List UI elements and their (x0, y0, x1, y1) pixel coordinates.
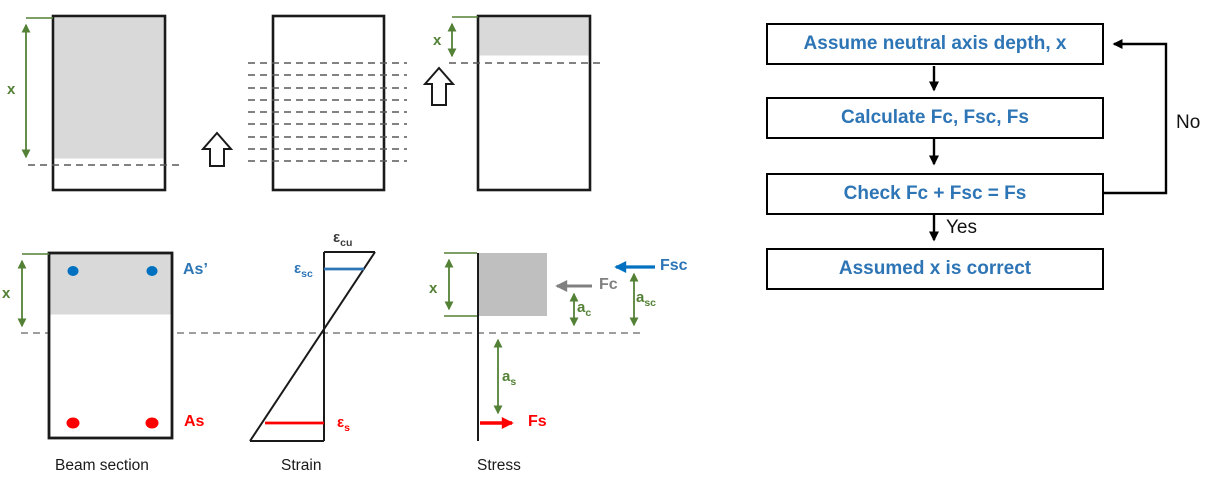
stress-block (479, 253, 547, 316)
fsc-label: Fsc (660, 257, 688, 274)
epsilon-sc-label: εsc (294, 260, 313, 280)
no-feedback-loop (1103, 39, 1168, 195)
dim-label-x: x (2, 285, 11, 302)
stress-diagram (444, 252, 655, 441)
flowchart-step-calculate: Calculate Fc, Fsc, Fs (766, 97, 1104, 139)
no-label: No (1176, 112, 1201, 133)
stress-caption: Stress (477, 457, 521, 474)
flowchart-step-check: Check Fc + Fsc = Fs (766, 173, 1104, 215)
flowchart-connectors (929, 39, 1168, 242)
beam-section-sketch (17, 251, 174, 440)
beam-sketch-deep-x (21, 14, 182, 192)
yes-label: Yes (946, 217, 977, 238)
up-arrow-icon (200, 131, 234, 167)
flowchart-step-assume-x: Assume neutral axis depth, x (766, 23, 1104, 65)
as-label: as (502, 368, 517, 388)
dim-label-x: x (429, 280, 438, 297)
compression-steel-label: As’ (183, 261, 208, 278)
strain-caption: Strain (281, 457, 322, 474)
up-arrow-icon (422, 66, 456, 106)
fc-label: Fc (599, 276, 618, 293)
beam-sketch-shallow-x (447, 14, 605, 192)
compression-steel-dot (67, 266, 79, 276)
ac-label: ac (577, 299, 592, 319)
beam-section-caption: Beam section (55, 457, 149, 474)
flowchart-step-correct: Assumed x is correct (766, 248, 1104, 290)
epsilon-cu-label: εcu (333, 229, 353, 249)
fs-label: Fs (528, 413, 547, 430)
dim-label-x: x (433, 32, 442, 49)
epsilon-s-label: εs (337, 414, 350, 434)
beam-sketch-trial-slices (248, 14, 407, 192)
tension-steel-dot (66, 417, 80, 429)
tension-steel-label: As (184, 413, 205, 430)
strain-diagram (249, 251, 376, 442)
tension-steel-dot (145, 417, 159, 429)
asc-label: asc (636, 289, 657, 309)
compression-steel-dot (146, 266, 158, 276)
dim-label-x: x (7, 81, 16, 98)
